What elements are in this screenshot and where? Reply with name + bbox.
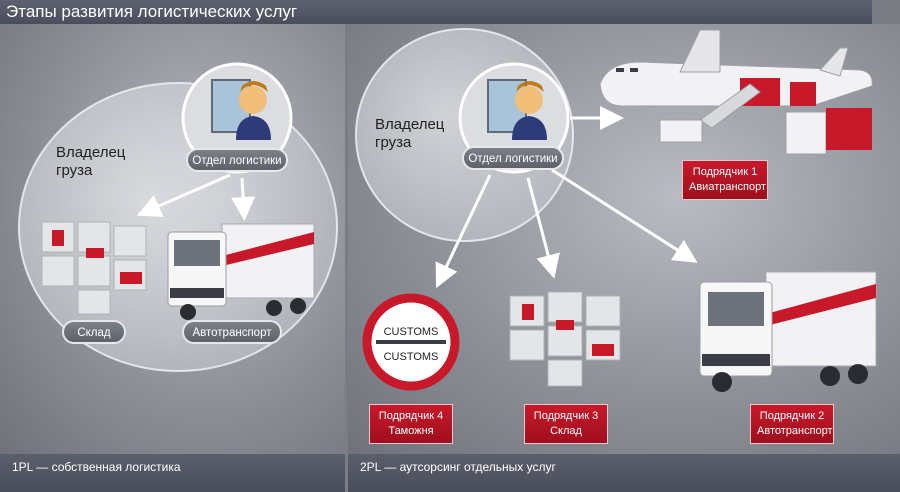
warehouse-icon xyxy=(41,221,147,315)
customs-sign-icon: CUSTOMS CUSTOMS xyxy=(362,293,460,391)
warehouse-label-1pl: Склад xyxy=(62,320,126,344)
contractor-2-box: Подрядчик 2 Автотранспорт xyxy=(750,404,834,444)
transport-label-1pl: Автотранспорт xyxy=(182,320,282,344)
arrow-to-transport-1pl xyxy=(231,177,256,221)
page-title: Этапы развития логистических услуг xyxy=(0,0,872,24)
footer-2pl: 2PL — аутсорсинг отдельных услуг xyxy=(348,454,900,492)
arrow-to-contractor3 xyxy=(526,177,560,279)
logistics-dept-label-1pl: Отдел логистики xyxy=(186,148,288,172)
contractor-1-box: Подрядчик 1 Авиатранспорт xyxy=(682,160,768,200)
airplane-icon xyxy=(599,29,873,155)
owner-label-1pl: Владелец груза xyxy=(56,144,126,179)
warehouse-icon-2pl xyxy=(509,291,621,387)
arrow-to-contractor2 xyxy=(551,168,698,263)
contractor-3-box: Подрядчик 3 Склад xyxy=(524,404,608,444)
manager-icon xyxy=(181,62,293,174)
truck-icon-2pl xyxy=(699,271,877,392)
customs-sign-bottom-text: CUSTOMS xyxy=(384,351,439,363)
owner-label-2pl: Владелец груза xyxy=(375,116,445,151)
manager-icon-2pl xyxy=(458,62,570,174)
footer-1pl: 1PL — собственная логистика xyxy=(0,454,345,492)
arrow-to-contractor4 xyxy=(435,174,492,289)
arrow-to-warehouse-1pl xyxy=(136,173,231,218)
truck-icon-1pl xyxy=(167,223,315,320)
customs-sign-top-text: CUSTOMS xyxy=(384,326,439,338)
contractor-4-box: Подрядчик 4 Таможня xyxy=(369,404,453,444)
logistics-dept-label-2pl: Отдел логистики xyxy=(462,146,564,170)
